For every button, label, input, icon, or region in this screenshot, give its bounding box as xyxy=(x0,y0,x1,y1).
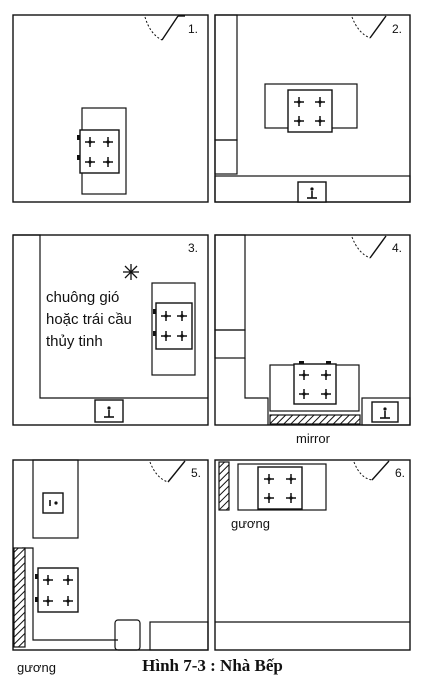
door-swing-icon xyxy=(351,15,387,39)
kitchen-island xyxy=(151,282,196,376)
room-outline xyxy=(12,459,209,651)
stove-icon xyxy=(153,302,193,350)
stove-icon xyxy=(287,89,333,133)
panel-number: 3. xyxy=(188,241,198,255)
stove-icon xyxy=(293,361,337,405)
counter-l-shape xyxy=(13,234,208,399)
room-outline xyxy=(12,14,209,203)
mirror-label: mirror xyxy=(296,431,331,446)
panel-6: 6. gương xyxy=(214,459,411,651)
note-line-2: hoặc trái cầu xyxy=(46,311,132,328)
door-swing-icon xyxy=(353,460,390,481)
mirror-label: gương xyxy=(231,516,270,531)
panel-number: 5. xyxy=(191,466,201,480)
counter-l-shape xyxy=(22,547,118,641)
counter-left xyxy=(214,14,238,141)
stove-icon xyxy=(35,567,79,613)
door-swing-icon xyxy=(144,15,185,41)
appliance-corner xyxy=(214,139,238,175)
counter-left xyxy=(214,234,246,331)
room-outline xyxy=(12,234,209,426)
panel-2: 2. xyxy=(214,14,411,203)
appliance-corner xyxy=(214,329,246,359)
door-swing-icon xyxy=(149,460,186,483)
mirror-hatch-icon xyxy=(13,547,26,648)
panel-number: 4. xyxy=(392,241,402,255)
appliance-bottom xyxy=(114,619,141,651)
panel-number: 2. xyxy=(392,22,402,36)
sink-icon xyxy=(42,492,64,514)
panel-number: 6. xyxy=(395,466,405,480)
counter-corner xyxy=(244,358,269,425)
door-swing-icon xyxy=(351,235,387,259)
sink-icon xyxy=(94,399,124,423)
mirror-hatch-icon xyxy=(218,461,230,511)
windchime-icon xyxy=(123,264,139,280)
counter-bottom xyxy=(361,397,411,426)
counter-bottom xyxy=(149,621,209,651)
figure-caption: Hình 7-3 : Nhà Bếp xyxy=(142,656,283,675)
mirror-hatch-icon xyxy=(269,414,361,425)
note-line-3: thủy tinh xyxy=(46,333,103,350)
sink-icon xyxy=(297,181,327,203)
room-outline xyxy=(214,459,411,651)
mirror-label: gương xyxy=(17,660,56,675)
panel-3: 3. chuông gió hoặc trái cầu thủy tinh xyxy=(12,234,209,426)
kitchen-island xyxy=(237,463,327,511)
panel-5: 5. gương xyxy=(12,459,209,675)
stove-icon xyxy=(257,466,303,510)
panel-number: 1. xyxy=(188,22,198,36)
counter-top xyxy=(32,459,79,539)
panel-4: 4. mirror xyxy=(214,234,411,446)
note-line-1: chuông gió xyxy=(46,289,119,306)
sink-icon xyxy=(371,401,399,423)
panel-1: 1. xyxy=(12,14,209,203)
stove-icon xyxy=(77,129,120,174)
